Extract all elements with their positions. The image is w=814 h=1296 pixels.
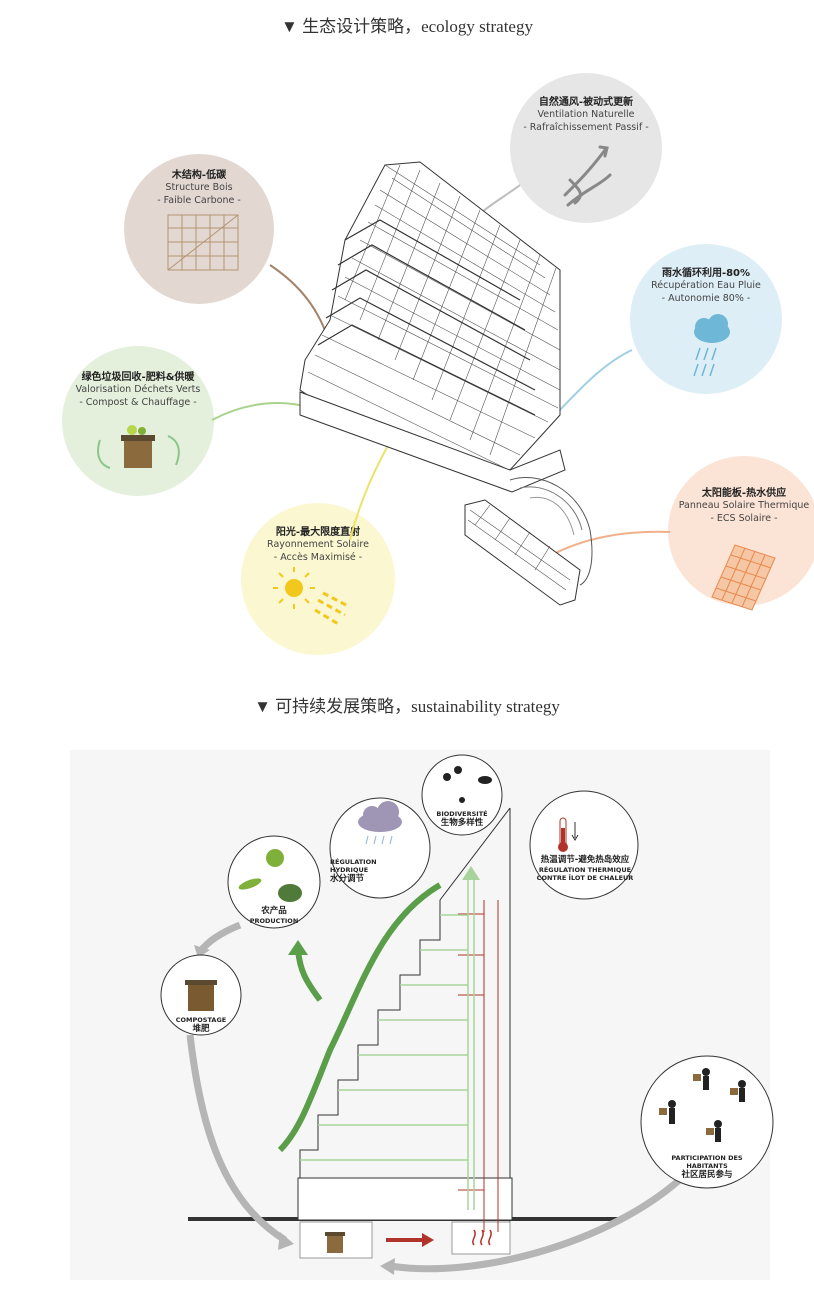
hydro-cn: 水分调节: [330, 874, 365, 884]
people-icon: [659, 1068, 746, 1142]
label-thermal-regulation: 热温调节-避免热岛效应 RÉGULATION THERMIQUE CONTRE …: [530, 855, 640, 882]
airflow-icon: [563, 145, 612, 207]
compost-cn: 堆肥: [192, 1024, 210, 1034]
compost-icon: [185, 980, 217, 1011]
wood-structure-icon: [167, 214, 239, 271]
apple-icon: [266, 849, 284, 867]
label-production: 农产品 PRODUCTION: [238, 906, 310, 925]
section-title-ecology: ▼ 生态设计策略，ecology strategy: [281, 17, 533, 36]
thermal-fr1: RÉGULATION THERMIQUE: [538, 866, 632, 874]
bio-cn: 生物多样性: [440, 818, 484, 828]
label-participation: PARTICIPATION DES HABITANTS 社区居民参与: [662, 1154, 752, 1181]
heat-icon: [472, 1229, 492, 1246]
thermometer-icon: [558, 817, 579, 852]
hydro-fr1: RÉGULATION: [330, 858, 377, 866]
prod-fr: PRODUCTION: [249, 917, 299, 925]
rain-cloud-icon: [693, 314, 730, 377]
people-fr2: HABITANTS: [686, 1162, 728, 1170]
label-biodiversity: BIODIVERSITÉ 生物多样性: [422, 810, 502, 829]
ecology-diagram: [97, 145, 776, 627]
bio-fr: BIODIVERSITÉ: [436, 810, 488, 818]
building-axonometric: [299, 161, 593, 606]
cloud-rain-icon: [358, 801, 402, 845]
label-hydric-regulation: RÉGULATION HYDRIQUE 水分调节: [330, 858, 400, 885]
insects-icon: [443, 766, 492, 803]
base-compost-icon: [325, 1232, 345, 1253]
thermal-cn: 热温调节-避免热岛效应: [540, 855, 630, 865]
people-fr1: PARTICIPATION DES: [671, 1154, 743, 1162]
hydro-fr2: HYDRIQUE: [330, 866, 369, 874]
solar-panel-icon: [711, 544, 776, 611]
section-title-sustainability: ▼ 可持续发展策略，sustainability strategy: [254, 697, 560, 716]
cabbage-icon: [278, 884, 302, 902]
compost-fr: COMPOSTAGE: [175, 1016, 227, 1024]
thermal-fr2: CONTRE ÎLOT DE CHALEUR: [536, 874, 634, 882]
prod-cn: 农产品: [261, 906, 287, 916]
label-composting: COMPOSTAGE 堆肥: [165, 1016, 237, 1035]
people-cn: 社区居民参与: [681, 1170, 733, 1180]
sun-icon: [273, 567, 349, 627]
peas-icon: [238, 878, 262, 890]
compost-bin-icon: [97, 425, 180, 469]
